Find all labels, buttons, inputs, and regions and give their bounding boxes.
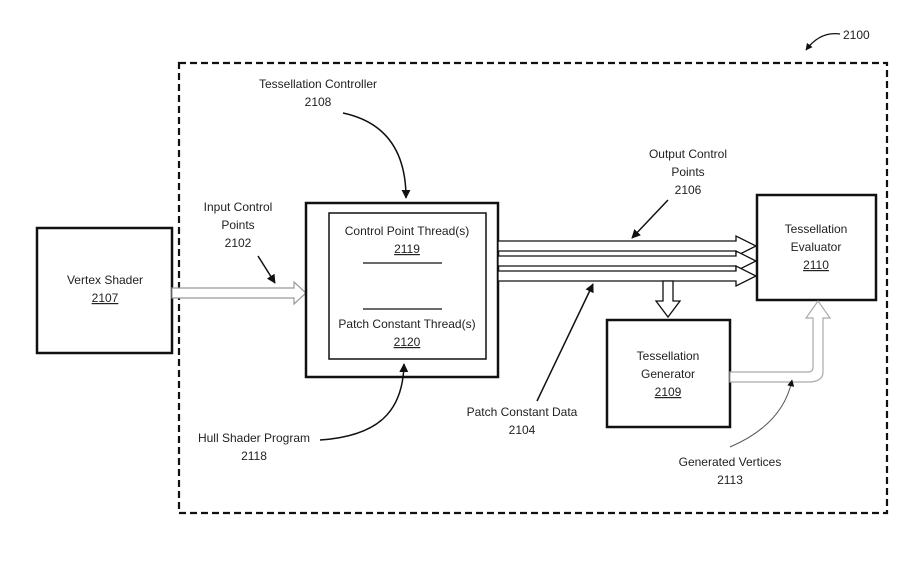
output-control-points-pointer [631,199,669,239]
hull-shader-program-pointer [319,363,409,441]
output-arrow-1 [497,234,758,258]
generated-vertices-arrow [729,299,832,383]
output-arrow-2 [497,249,758,273]
vertex-shader-block: Vertex Shader 2107 [35,226,174,355]
output-control-points-label1: Output Control [649,147,727,161]
tess-evaluator-line2: Evaluator [791,240,842,254]
input-control-points-arrow [171,280,307,306]
hull-shader-program-ref: 2118 [241,449,267,463]
patch-constant-thread-ref: 2120 [394,335,421,349]
control-point-thread-name: Control Point Thread(s) [345,224,470,238]
patch-constant-data-ref: 2104 [509,423,536,437]
input-control-points-label2: Points [221,218,254,232]
output-control-points-ref: 2106 [675,183,702,197]
generated-vertices-ref: 2113 [717,473,743,487]
vertex-shader-name: Vertex Shader [67,273,143,287]
tess-controller-pointer [342,112,411,199]
vertex-shader-ref: 2107 [92,291,119,305]
tess-controller-ref: 2108 [305,95,332,109]
tess-generator-line2: Generator [641,367,695,381]
input-control-points-pointer [257,255,276,284]
figure-ref-label: 2100 [843,28,870,42]
tess-generator-line1: Tessellation [637,349,700,363]
control-point-thread-ref: 2119 [394,242,420,256]
output-control-points-label2: Points [671,165,704,179]
patch-constant-thread-name: Patch Constant Thread(s) [338,317,475,331]
output-arrow-3 [497,264,758,288]
input-control-points-ref: 2102 [225,236,252,250]
tess-controller-label: Tessellation Controller [259,77,377,91]
input-control-points-label1: Input Control [204,200,273,214]
tess-evaluator-line1: Tessellation [785,222,848,236]
patch-constant-data-label: Patch Constant Data [467,405,578,419]
figure-ref-pointer [805,32,841,51]
tessellation-evaluator-block: Tessellation Evaluator 2110 [755,193,878,302]
hull-shader-program-label: Hull Shader Program [198,431,310,445]
tessellation-generator-block: Tessellation Generator 2109 [605,318,732,429]
tess-generator-ref: 2109 [655,385,682,399]
patch-constant-data-pointer [536,283,594,402]
generator-input-arrow [654,280,682,319]
generated-vertices-pointer [729,379,795,448]
tess-evaluator-ref: 2110 [803,258,829,272]
generated-vertices-label: Generated Vertices [679,455,782,469]
hull-shader-inner-block [328,212,487,360]
